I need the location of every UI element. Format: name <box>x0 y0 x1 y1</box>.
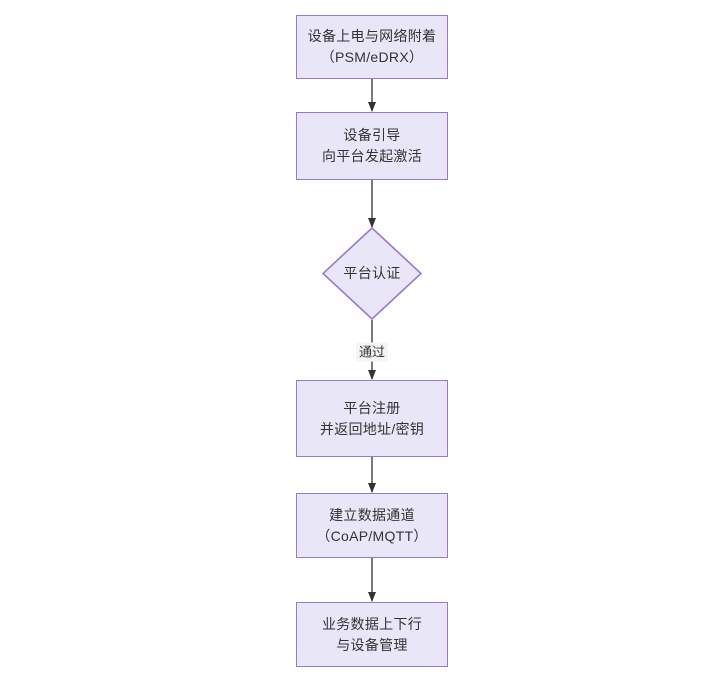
node-line: 向平台发起激活 <box>321 148 423 164</box>
diamond-shape <box>322 227 422 320</box>
node-line: 平台认证 <box>343 265 401 281</box>
node-line: （CoAP/MQTT） <box>316 527 428 544</box>
node-business-data[interactable]: 业务数据上下行 与设备管理 <box>296 602 448 667</box>
node-line: 设备上电与网络附着 <box>307 28 437 44</box>
node-line: 建立数据通道 <box>329 506 415 523</box>
node-line: （PSM/eDRX） <box>320 49 424 65</box>
node-line: 设备引导 <box>343 127 401 143</box>
node-line: 业务数据上下行 <box>321 615 423 632</box>
node-line: 并返回地址/密钥 <box>319 420 425 437</box>
node-device-bootstrap[interactable]: 设备引导 向平台发起激活 <box>296 112 448 180</box>
node-line: 平台注册 <box>343 399 401 416</box>
edge-label-pass: 通过 <box>355 342 389 362</box>
node-line: 与设备管理 <box>336 636 408 653</box>
node-data-channel[interactable]: 建立数据通道 （CoAP/MQTT） <box>296 493 448 558</box>
node-platform-register[interactable]: 平台注册 并返回地址/密钥 <box>296 380 448 457</box>
node-device-power-on[interactable]: 设备上电与网络附着 （PSM/eDRX） <box>296 15 448 79</box>
node-platform-auth[interactable]: 平台认证 <box>322 227 422 320</box>
